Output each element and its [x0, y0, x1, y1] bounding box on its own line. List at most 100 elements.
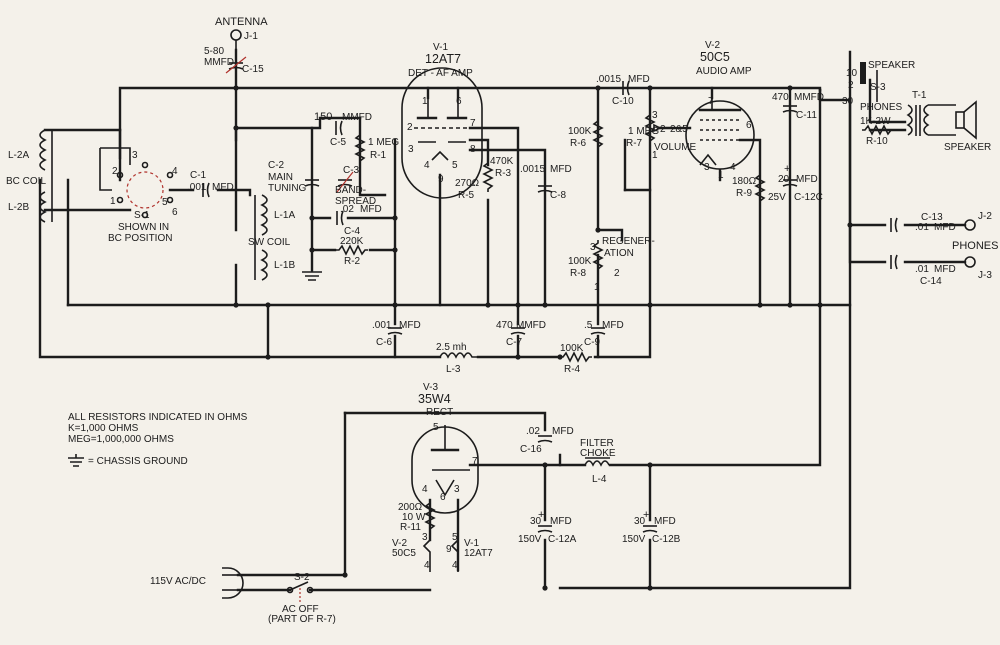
c14-unit: MFD	[934, 264, 956, 275]
speaker-label: SPEAKER	[944, 142, 991, 153]
note-line3: MEG=1,000,000 OHMS	[68, 434, 174, 445]
l2b-label: L-2B	[8, 202, 29, 213]
j2-label: J-2	[978, 211, 992, 222]
note-line2: K=1,000 OHMS	[68, 423, 139, 434]
c12c-voltage: 25V	[768, 192, 786, 203]
s2-ref: S-2	[294, 572, 310, 583]
v1-pin4: 4	[424, 160, 430, 171]
r4-ref: R-4	[564, 364, 581, 375]
c11-ref: C-11	[796, 110, 817, 121]
c12b-unit: MFD	[654, 516, 676, 527]
c5-value: 150	[314, 111, 332, 123]
v1-pin9: 9	[438, 174, 444, 185]
capacitor-c10: .0015 MFD C-10	[596, 74, 650, 107]
l3-value: 2.5 mh	[436, 342, 467, 353]
c12b-ref: C-12B	[652, 534, 681, 545]
v2-pin7: 7	[708, 96, 714, 107]
c15-ref: C-15	[242, 64, 264, 75]
v1-pin2: 2	[407, 122, 413, 133]
heater-pin4b: 4	[452, 560, 458, 571]
c4-unit: MFD	[360, 204, 382, 215]
r8-ref: R-8	[570, 268, 587, 279]
capacitor-c1: C-1 .001 MFD	[187, 170, 234, 198]
sw-coil-label: SW COIL	[248, 237, 291, 248]
c6-ref: C-6	[376, 337, 393, 348]
s1-ref: S-1	[134, 210, 150, 221]
capacitor-c5: 150 MMFD C-5	[314, 111, 372, 148]
l2a-label: L-2A	[8, 150, 29, 161]
c13-unit: MFD	[934, 222, 956, 233]
c8-unit: MFD	[550, 164, 572, 175]
heater-v2-type: 50C5	[392, 548, 416, 559]
s3-phones-label: PHONES	[860, 102, 903, 113]
resistor-r9: 180Ω R-9	[732, 171, 765, 205]
s2-label-line2: (PART OF R-7)	[268, 614, 336, 625]
resistor-r4: 100K R-4	[559, 343, 593, 375]
bc-coil: L-2A BC COIL L-2B	[6, 129, 53, 223]
v3-pin5: 5	[433, 422, 439, 433]
s2-label-line1: AC OFF	[282, 604, 319, 615]
r2-ref: R-2	[344, 256, 361, 267]
r8-name-line1: REGENER-	[602, 236, 655, 247]
v1-pin5: 5	[452, 160, 458, 171]
tube-v2: V-2 50C5 AUDIO AMP 7 6 3 4 1	[685, 40, 755, 181]
v2-pin1: 1	[718, 170, 724, 181]
legend-notes: ALL RESISTORS INDICATED IN OHMS K=1,000 …	[68, 412, 248, 467]
capacitor-c12a: + 30 MFD 150V C-12A	[518, 509, 577, 545]
c12a-value: 30	[530, 516, 542, 527]
v2-pin-2and5: 2&5	[670, 124, 688, 135]
power-label: 115V AC/DC	[150, 576, 206, 587]
heater-pin9: 9	[446, 544, 452, 555]
capacitor-c16: .02 MFD C-16	[520, 426, 574, 455]
r5-ref: R-5	[458, 190, 475, 201]
filter-choke-l4: FILTER CHOKE L-4	[580, 438, 616, 485]
r7-pin3: 3	[652, 110, 658, 121]
capacitor-c13: C-13 .01 MFD	[890, 212, 956, 233]
heater-v2-ref: V-2	[392, 538, 407, 549]
r4-value: 100K	[560, 343, 584, 354]
c4-value: .02	[340, 204, 354, 215]
antenna-label: ANTENNA	[215, 16, 268, 28]
l4-ref: L-4	[592, 474, 607, 485]
c15-unit: MMFD	[204, 57, 234, 68]
c9-unit: MFD	[602, 320, 624, 331]
tube-v3: V-3 35W4 RECT 5 7 4 6 3	[411, 382, 479, 514]
c12a-voltage: 150V	[518, 534, 542, 545]
c7-value: 470	[496, 320, 513, 331]
sw-coil: L-1A SW COIL L-1B	[248, 194, 295, 281]
capacitor-c9: .5 MFD C-9	[584, 303, 624, 359]
switch-s3: 10 2 30 SPEAKER S-3 PHONES	[842, 60, 915, 113]
c5-unit: MMFD	[342, 112, 372, 123]
c10-unit: MFD	[628, 74, 650, 85]
s3-pin30: 30	[842, 96, 854, 107]
chassis-ground-icon	[68, 454, 84, 467]
capacitor-c8: .0015 MFD C-8	[520, 164, 572, 201]
s3-ref: S-3	[870, 82, 886, 93]
c13-ref: C-13	[921, 212, 943, 223]
c15-value: 5-80	[204, 46, 224, 57]
c2-ref: C-2	[268, 160, 285, 171]
speaker-icon: SPEAKER	[944, 100, 991, 153]
c8-value: .0015	[520, 164, 545, 175]
c10-value: .0015	[596, 74, 621, 85]
resistor-r5: 270Ω R-5	[455, 178, 480, 201]
s1-pin4: 4	[172, 166, 178, 177]
regeneration-pot-r8: 3 REGENER- ATION 100K R-8 2 1	[568, 236, 655, 293]
r11-ref: R-11	[400, 522, 421, 533]
heater-v1-type: 12AT7	[464, 548, 493, 559]
wiring	[38, 48, 967, 592]
heater-pin3: 3	[422, 532, 428, 543]
v2-type: 50C5	[700, 50, 730, 64]
v3-pin7: 7	[472, 456, 478, 467]
r10-ref: R-10	[866, 136, 888, 147]
v3-ref: V-3	[423, 382, 438, 393]
s3-pin2: 2	[848, 80, 854, 91]
v1-type: 12AT7	[425, 52, 461, 66]
s1-note-line2: BC POSITION	[108, 233, 172, 244]
c10-ref: C-10	[612, 96, 634, 107]
v3-function: RECT	[426, 407, 453, 418]
v2-function: AUDIO AMP	[696, 66, 752, 77]
v3-pin6: 6	[440, 492, 446, 503]
s1-pin1: 1	[110, 196, 116, 207]
s1-pin3: 3	[132, 150, 138, 161]
